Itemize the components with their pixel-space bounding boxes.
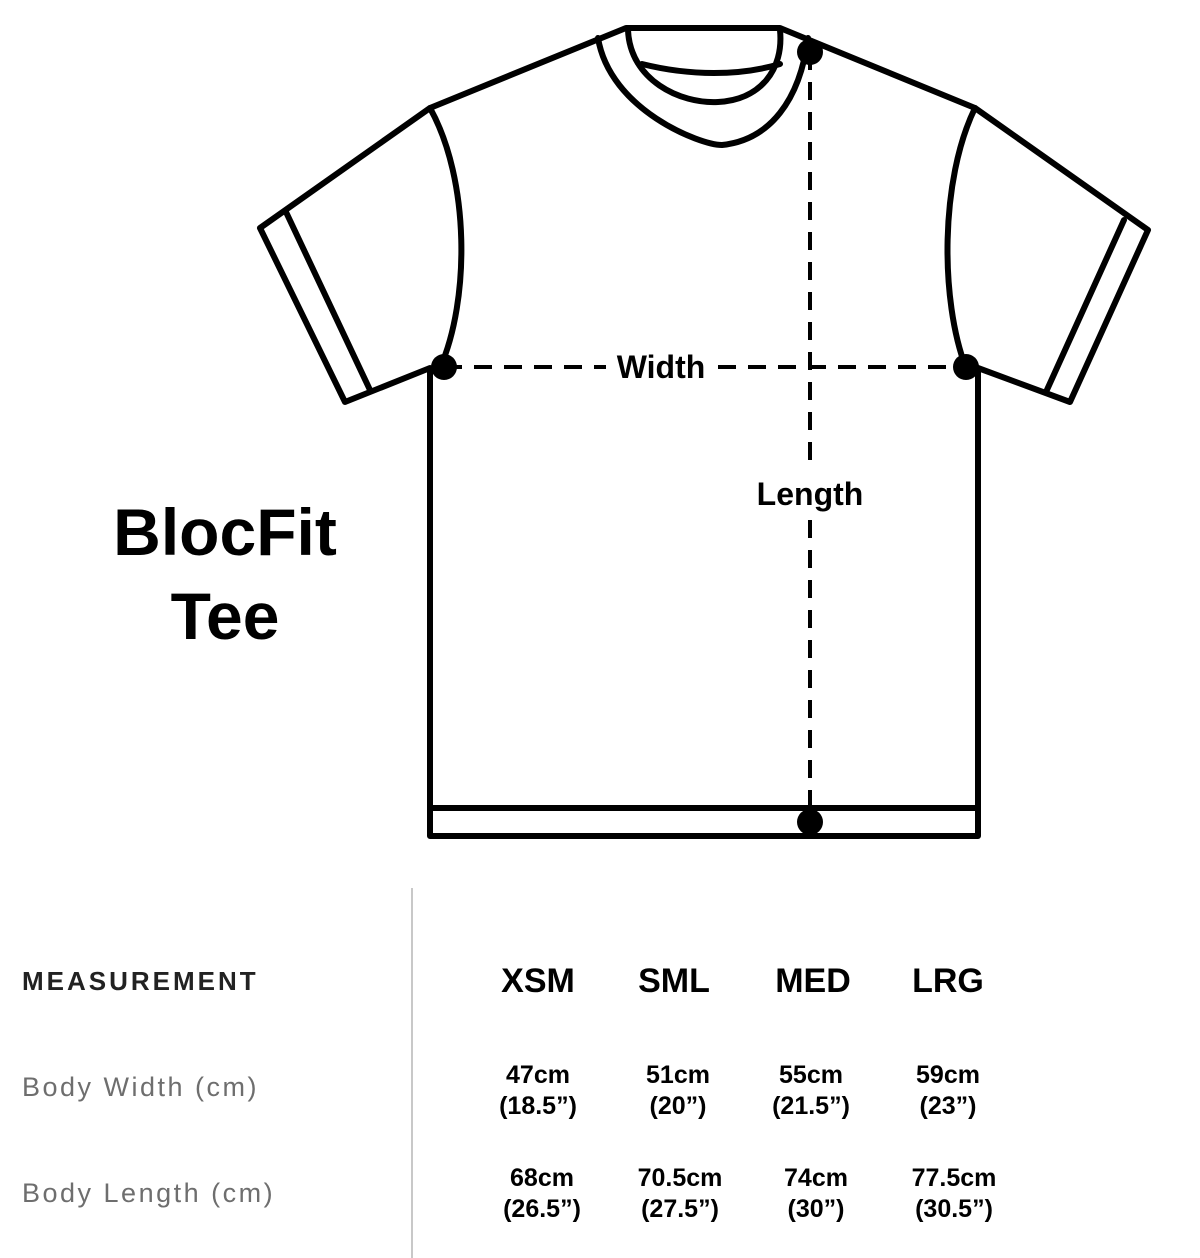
cell-body-length-sml: 70.5cm(27.5”) (637, 1164, 723, 1223)
size-header-sml: SML (638, 962, 710, 1000)
measurement-header: MEASUREMENT (22, 966, 259, 996)
row-label-body-width: Body Width (cm) (22, 1072, 260, 1102)
cell-body-length-lrg: 77.5cm(30.5”) (911, 1164, 997, 1223)
cell-body-width-lrg: 59cm(23”) (916, 1061, 980, 1120)
cell-body-length-med: 74cm(30”) (784, 1164, 848, 1223)
tshirt-outline (257, 25, 1151, 839)
right-cuff-line (1043, 217, 1127, 395)
size-header-xsm: XSM (501, 962, 575, 1000)
collar-outer (595, 35, 811, 148)
collar-back (639, 61, 783, 76)
width-point-left (431, 354, 457, 380)
cell-body-width-xsm: 47cm(18.5”) (499, 1061, 577, 1120)
left-cuff-line (283, 209, 373, 393)
length-point-top (797, 39, 823, 65)
tshirt-diagram: Width Length (257, 25, 1151, 839)
cell-body-width-sml: 51cm(20”) (646, 1061, 710, 1120)
right-armhole (944, 105, 978, 371)
cell-body-width-med: 55cm(21.5”) (772, 1061, 850, 1120)
product-title-line2: Tee (170, 579, 280, 653)
size-header-lrg: LRG (912, 962, 984, 1000)
table-divider (411, 888, 413, 1258)
width-label: Width (617, 349, 706, 385)
length-label: Length (757, 476, 864, 512)
left-armhole (427, 105, 465, 371)
size-header-med: MED (775, 962, 851, 1000)
length-point-bottom (797, 809, 823, 835)
product-title-line1: BlocFit (113, 495, 337, 569)
row-label-body-length: Body Length (cm) (22, 1178, 276, 1208)
cell-body-length-xsm: 68cm(26.5”) (503, 1164, 581, 1223)
product-title: BlocFit Tee (70, 490, 380, 658)
width-point-right (953, 354, 979, 380)
